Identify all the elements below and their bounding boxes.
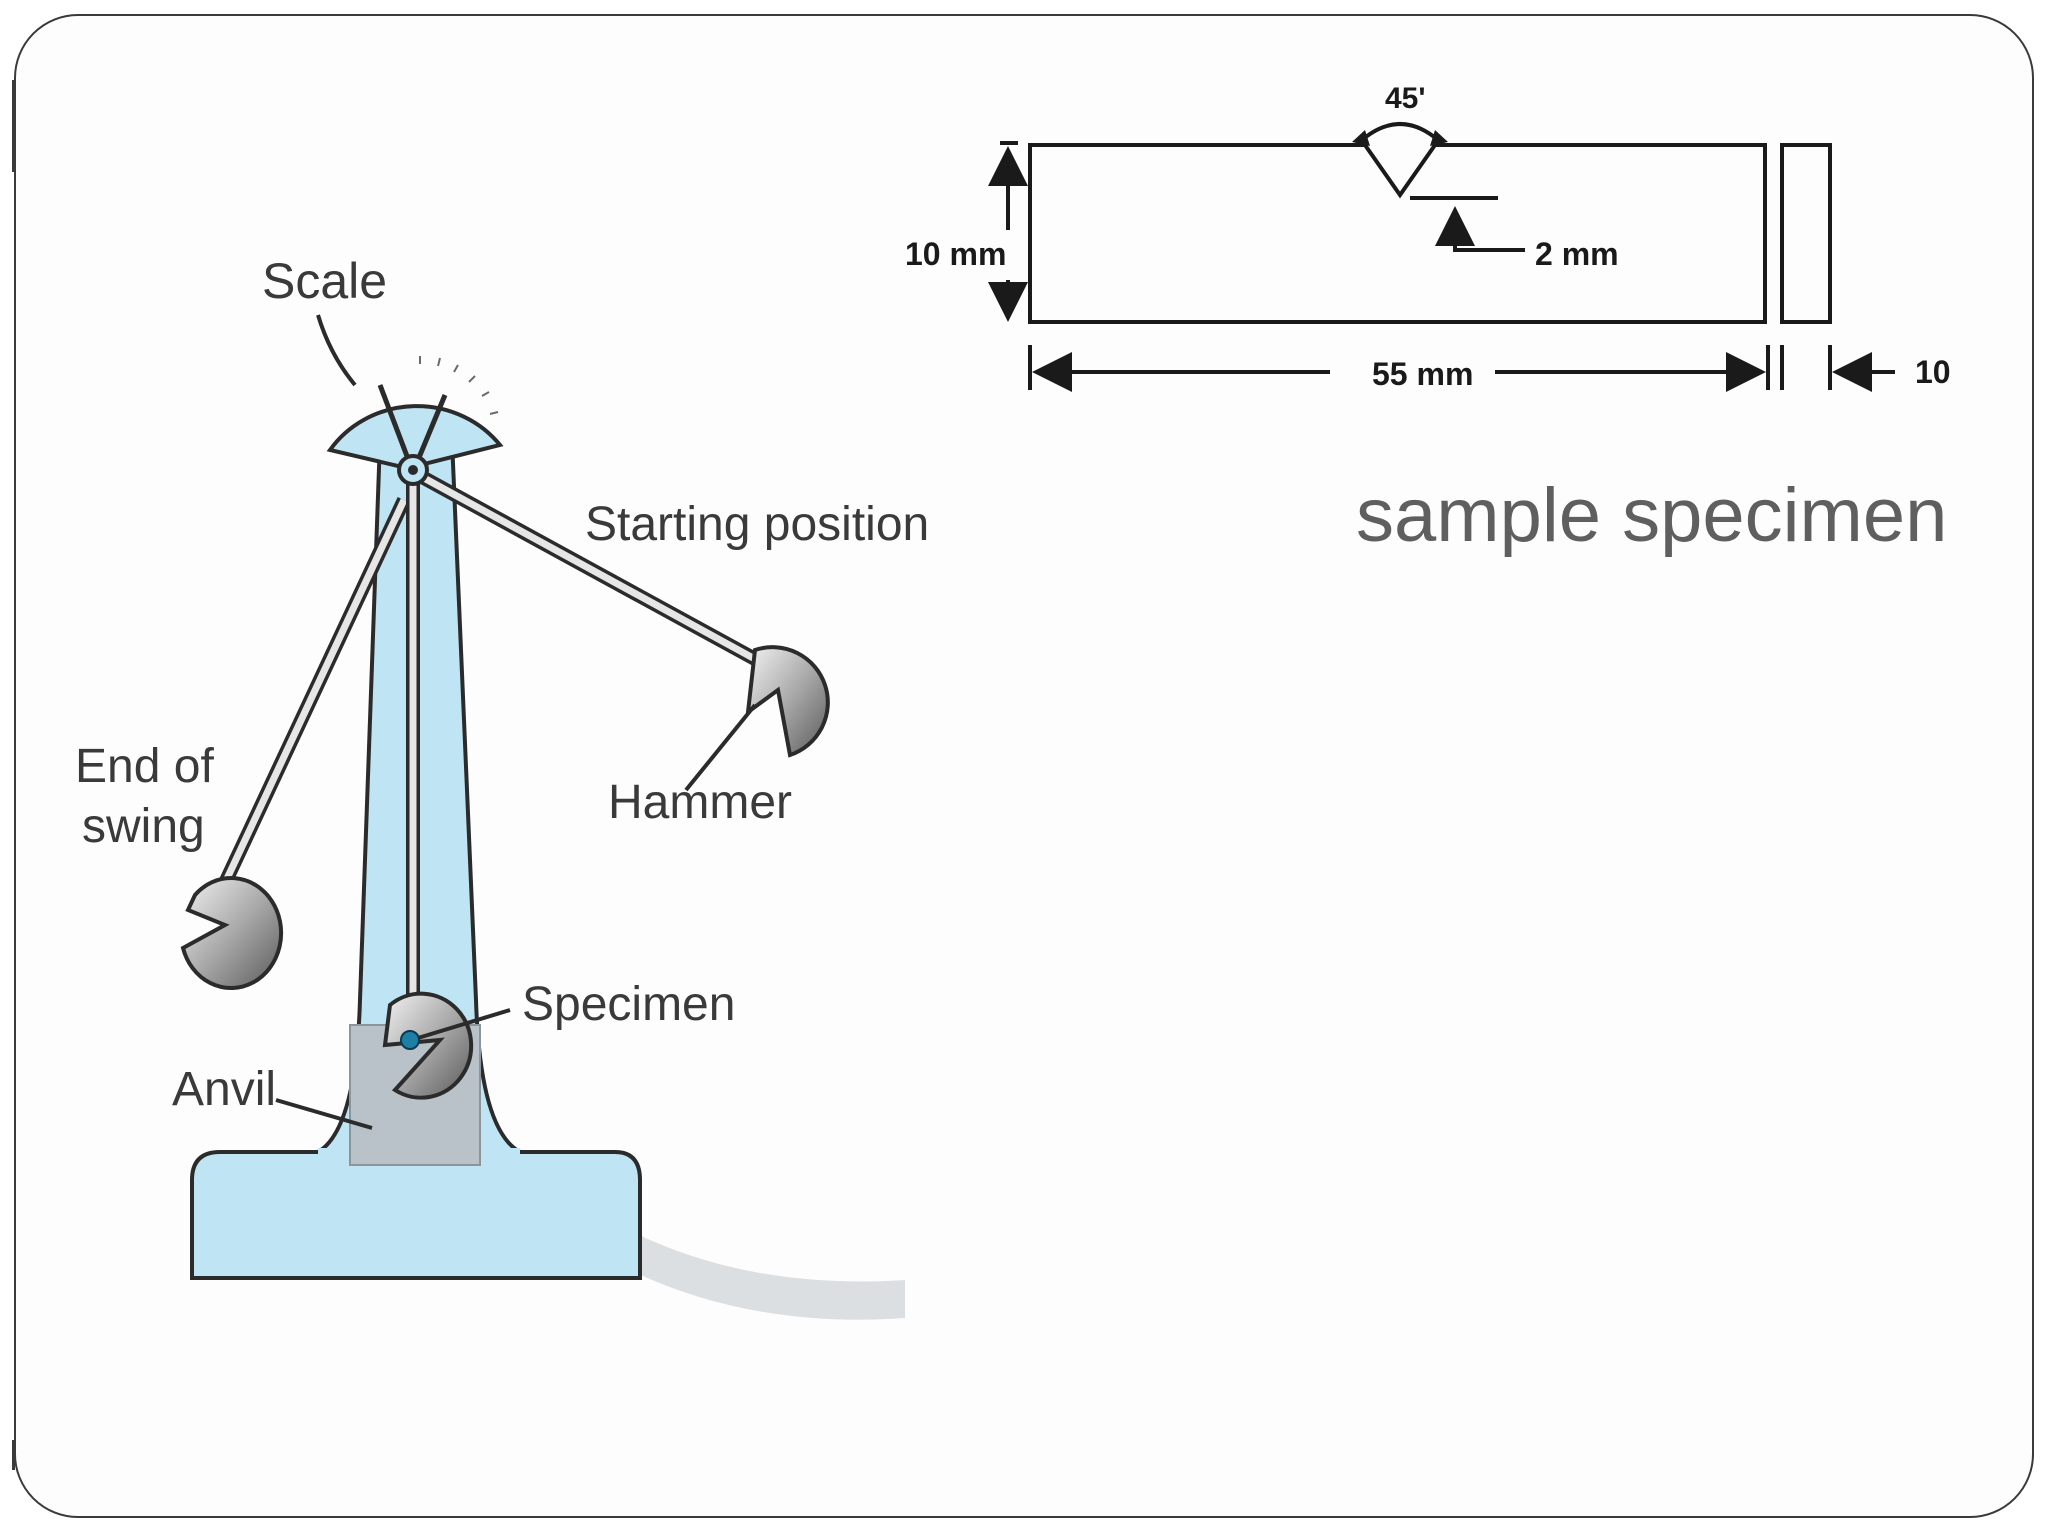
specimen-bar-outline [1028,143,1767,324]
label-width: 10 [1915,354,1951,390]
label-scale: Scale [262,253,387,309]
scale-ticks [419,356,499,415]
label-specimen: Specimen [522,978,735,1031]
leader-hammer [684,703,757,792]
frame-tick [12,1440,15,1470]
label-hammer: Hammer [608,776,792,829]
hammer-impact [382,991,474,1100]
label-end-of-swing-1: End of [75,740,214,793]
leader-scale [316,314,357,387]
leader-specimen [417,1008,511,1040]
specimen [400,1030,420,1050]
machine-base [190,1150,642,1280]
label-starting-position: Starting position [585,498,929,551]
hammer-end-of-swing [180,876,284,990]
label-length: 55 mm [1372,356,1473,392]
specimen-end-view [1780,143,1832,324]
hammer-starting-position [745,645,830,758]
dim-notch-angle [1360,122,1440,142]
label-anvil: Anvil [172,1063,276,1116]
label-notch-angle: 45' [1385,82,1426,115]
scale-dial [326,404,504,473]
frame-tick [12,80,15,172]
label-height: 10 mm [905,236,1006,272]
leader-anvil [275,1098,373,1130]
label-notch-depth: 2 mm [1535,236,1619,272]
caption: sample specimen [1356,473,1948,558]
label-end-of-swing-2: swing [82,800,205,853]
dim-notch-depth [1435,206,1525,252]
